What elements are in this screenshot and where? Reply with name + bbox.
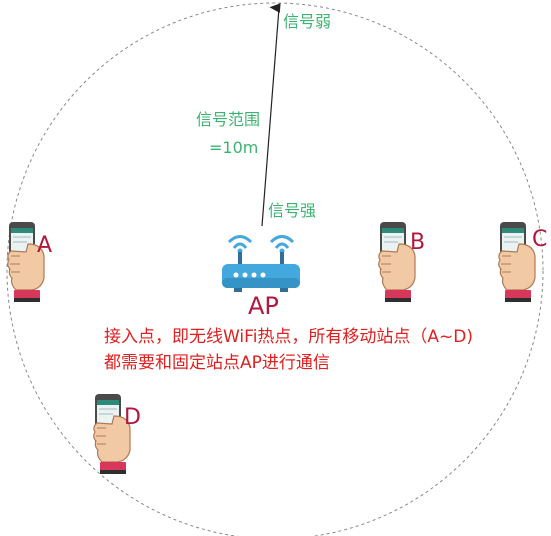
range-value-label: =10m	[209, 138, 259, 157]
station-label-b: B	[410, 230, 426, 255]
station-label-d: D	[124, 405, 141, 430]
note-line-2: 都需要和固定站点AP进行通信	[104, 353, 330, 373]
wifi-router-icon	[222, 235, 300, 292]
hand-phone-icon	[497, 222, 537, 302]
station-label-a: A	[37, 233, 53, 258]
signal-range-label: 信号范围	[196, 110, 261, 129]
signal-weak-label: 信号弱	[283, 12, 332, 31]
note-line-1: 接入点，即无线WiFi热点，所有移动站点（A~D)	[104, 327, 474, 347]
signal-strong-label: 信号强	[268, 201, 317, 220]
range-arrow-icon	[261, 3, 281, 227]
station-label-c: C	[532, 227, 548, 252]
coverage-circle	[6, 2, 544, 536]
ap-label: AP	[248, 292, 279, 320]
